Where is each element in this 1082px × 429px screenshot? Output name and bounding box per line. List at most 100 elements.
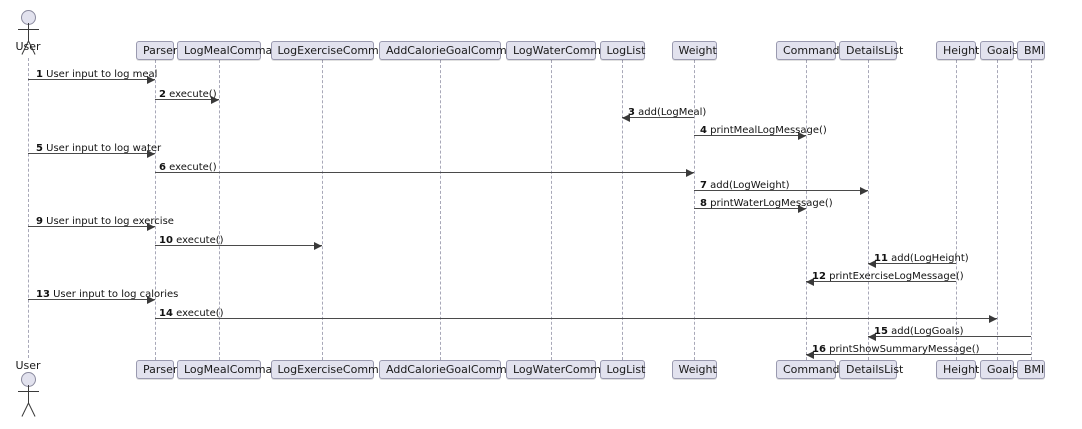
message-line-5: [28, 153, 155, 154]
message-label-1: 1 User input to log meal: [36, 69, 157, 80]
actor-label-user-bottom: User: [15, 359, 41, 372]
lifeline-logmeal: [219, 60, 220, 360]
message-seq-5: 5: [36, 143, 43, 154]
lifeline-addcaloriegoal: [440, 60, 441, 360]
message-arrowhead-6: [686, 168, 694, 177]
lifeline-height: [956, 60, 957, 360]
message-arrowhead-16: [806, 350, 814, 359]
message-label-5: 5 User input to log water: [36, 143, 161, 154]
participant-commandui-bottom[interactable]: CommandUi: [776, 360, 851, 379]
lifeline-user: [28, 58, 29, 358]
message-line-12: [806, 281, 956, 282]
message-line-13: [28, 299, 155, 300]
message-line-8: [694, 208, 806, 209]
message-seq-16: 16: [812, 344, 826, 355]
lifeline-parser: [155, 60, 156, 360]
message-seq-9: 9: [36, 216, 43, 227]
message-text-13: User input to log calories: [49, 289, 179, 300]
message-seq-11: 11: [874, 253, 888, 264]
actor-arms-icon: [18, 391, 39, 392]
message-seq-15: 15: [874, 326, 888, 337]
message-text-8: printWaterLogMessage(): [706, 198, 833, 209]
participant-logmeal-top[interactable]: LogMealCommand: [177, 41, 286, 60]
message-arrowhead-14: [989, 314, 997, 323]
lifeline-bmi: [1031, 60, 1032, 360]
message-seq-4: 4: [700, 125, 707, 136]
message-line-7: [694, 190, 868, 191]
message-seq-12: 12: [812, 271, 826, 282]
message-label-6: 6 execute(): [159, 162, 217, 173]
participant-height-top[interactable]: Height: [936, 41, 979, 60]
message-text-5: User input to log water: [42, 143, 162, 154]
message-text-10: execute(): [172, 235, 224, 246]
message-label-11: 11 add(LogHeight): [874, 253, 969, 264]
message-line-3: [622, 117, 694, 118]
lifeline-weight: [694, 60, 695, 360]
participant-logexercise-top[interactable]: LogExerciseCommand: [270, 41, 399, 60]
message-text-14: execute(): [172, 308, 224, 319]
message-seq-7: 7: [700, 180, 707, 191]
message-arrowhead-5: [147, 149, 155, 158]
message-seq-6: 6: [159, 162, 166, 173]
participant-loglist-bottom[interactable]: LogList: [599, 360, 645, 379]
participant-bmi-top[interactable]: BMI: [1017, 41, 1045, 60]
actor-arms-icon: [18, 29, 39, 30]
participant-detailslist-bottom[interactable]: DetailsList: [839, 360, 903, 379]
message-label-14: 14 execute(): [159, 308, 224, 319]
message-line-1: [28, 79, 155, 80]
participant-detailslist-top[interactable]: DetailsList: [839, 41, 903, 60]
message-arrowhead-9: [147, 222, 155, 231]
message-line-2: [155, 99, 219, 100]
lifeline-goals: [997, 60, 998, 360]
message-line-6: [155, 172, 694, 173]
participant-addcaloriegoal-bottom[interactable]: AddCalorieGoalCommand: [379, 360, 527, 379]
message-text-3: add(LogMeal): [634, 107, 707, 118]
participant-addcaloriegoal-top[interactable]: AddCalorieGoalCommand: [379, 41, 527, 60]
lifeline-logexercise: [322, 60, 323, 360]
participant-goals-top[interactable]: Goals: [980, 41, 1018, 60]
message-line-9: [28, 226, 155, 227]
message-arrowhead-2: [211, 95, 219, 104]
message-arrowhead-7: [860, 186, 868, 195]
message-label-9: 9 User input to log exercise: [36, 216, 174, 227]
message-label-10: 10 execute(): [159, 235, 224, 246]
message-text-9: User input to log exercise: [42, 216, 174, 227]
participant-goals-bottom[interactable]: Goals: [980, 360, 1018, 379]
participant-bmi-bottom[interactable]: BMI: [1017, 360, 1045, 379]
participant-loglist-top[interactable]: LogList: [599, 41, 645, 60]
participant-logexercise-bottom[interactable]: LogExerciseCommand: [270, 360, 399, 379]
actor-leg-right-icon: [28, 402, 36, 417]
lifeline-logwater: [551, 60, 552, 360]
message-arrowhead-8: [798, 204, 806, 213]
message-label-2: 2 execute(): [159, 89, 217, 100]
participant-logwater-top[interactable]: LogWaterCommand: [506, 41, 622, 60]
message-line-11: [868, 263, 956, 264]
message-seq-10: 10: [159, 235, 173, 246]
participant-logwater-bottom[interactable]: LogWaterCommand: [506, 360, 622, 379]
message-text-2: execute(): [165, 89, 217, 100]
lifeline-detailslist: [868, 60, 869, 360]
participant-height-bottom[interactable]: Height: [936, 360, 979, 379]
actor-body-icon: [28, 23, 29, 41]
participant-weight-bottom[interactable]: Weight: [671, 360, 717, 379]
message-seq-2: 2: [159, 89, 166, 100]
participant-commandui-top[interactable]: CommandUi: [776, 41, 851, 60]
message-line-15: [868, 336, 1031, 337]
actor-body-icon: [28, 385, 29, 403]
message-label-3: 3 add(LogMeal): [628, 107, 706, 118]
participant-logmeal-bottom[interactable]: LogMealCommand: [177, 360, 286, 379]
message-text-4: printMealLogMessage(): [706, 125, 827, 136]
participant-parser-bottom[interactable]: Parser: [136, 360, 177, 379]
actor-label-user-top: User: [15, 40, 41, 53]
message-line-16: [806, 354, 1031, 355]
lifeline-commandui: [806, 60, 807, 360]
message-text-11: add(LogHeight): [887, 253, 969, 264]
actor-leg-left-icon: [21, 402, 29, 417]
participant-weight-top[interactable]: Weight: [671, 41, 717, 60]
message-arrowhead-3: [622, 113, 630, 122]
participant-parser-top[interactable]: Parser: [136, 41, 177, 60]
message-arrowhead-11: [868, 259, 876, 268]
message-label-13: 13 User input to log calories: [36, 289, 178, 300]
lifeline-loglist: [622, 60, 623, 360]
message-arrowhead-13: [147, 295, 155, 304]
